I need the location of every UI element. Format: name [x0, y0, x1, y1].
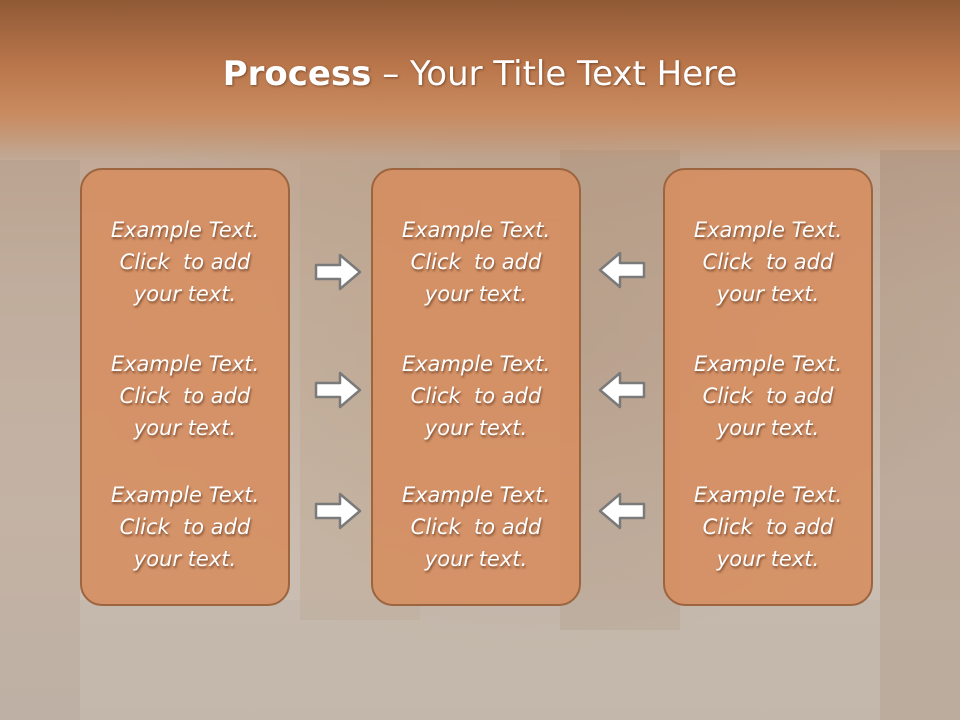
arrow-left-icon[interactable]: [598, 491, 646, 531]
arrow-right-icon[interactable]: [314, 252, 362, 292]
text-line: your text.: [424, 416, 528, 440]
text-line: your text.: [716, 547, 820, 571]
text-line: Example Text.: [693, 352, 843, 376]
text-placeholder[interactable]: Example Text. Click to add your text.: [665, 479, 871, 575]
text-placeholder[interactable]: Example Text. Click to add your text.: [373, 479, 579, 575]
text-placeholder[interactable]: Example Text. Click to add your text.: [665, 214, 871, 310]
slide-title[interactable]: Process – Your Title Text Here: [0, 52, 960, 96]
text-placeholder[interactable]: Example Text. Click to add your text.: [82, 348, 288, 444]
arrow-left-icon[interactable]: [598, 250, 646, 290]
text-line: your text.: [424, 282, 528, 306]
text-line: your text.: [133, 416, 237, 440]
text-placeholder[interactable]: Example Text. Click to add your text.: [82, 214, 288, 310]
text-line: Example Text.: [693, 218, 843, 242]
text-line: your text.: [424, 547, 528, 571]
text-line: your text.: [133, 547, 237, 571]
text-line: your text.: [716, 416, 820, 440]
text-line: Example Text.: [693, 483, 843, 507]
arrow-right-icon[interactable]: [314, 491, 362, 531]
text-line: Example Text.: [401, 352, 551, 376]
text-line: Click to add: [410, 384, 542, 408]
text-placeholder[interactable]: Example Text. Click to add your text.: [373, 214, 579, 310]
text-line: Example Text.: [110, 483, 260, 507]
text-line: Click to add: [410, 515, 542, 539]
process-box-right[interactable]: Example Text. Click to add your text. Ex…: [663, 168, 873, 606]
text-placeholder[interactable]: Example Text. Click to add your text.: [665, 348, 871, 444]
text-placeholder[interactable]: Example Text. Click to add your text.: [82, 479, 288, 575]
arrow-right-icon[interactable]: [314, 370, 362, 410]
text-line: Example Text.: [401, 218, 551, 242]
text-line: Click to add: [119, 384, 251, 408]
text-line: Click to add: [119, 250, 251, 274]
text-line: Click to add: [410, 250, 542, 274]
title-rest: – Your Title Text Here: [371, 54, 738, 94]
text-line: Click to add: [702, 515, 834, 539]
text-line: Click to add: [702, 250, 834, 274]
text-line: Example Text.: [401, 483, 551, 507]
text-line: your text.: [133, 282, 237, 306]
process-box-left[interactable]: Example Text. Click to add your text. Ex…: [80, 168, 290, 606]
text-line: Example Text.: [110, 352, 260, 376]
arrow-left-icon[interactable]: [598, 370, 646, 410]
text-line: Click to add: [702, 384, 834, 408]
header-band: [0, 0, 960, 160]
text-line: Example Text.: [110, 218, 260, 242]
text-line: your text.: [716, 282, 820, 306]
process-box-middle[interactable]: Example Text. Click to add your text. Ex…: [371, 168, 581, 606]
title-bold: Process: [222, 54, 372, 94]
text-placeholder[interactable]: Example Text. Click to add your text.: [373, 348, 579, 444]
text-line: Click to add: [119, 515, 251, 539]
